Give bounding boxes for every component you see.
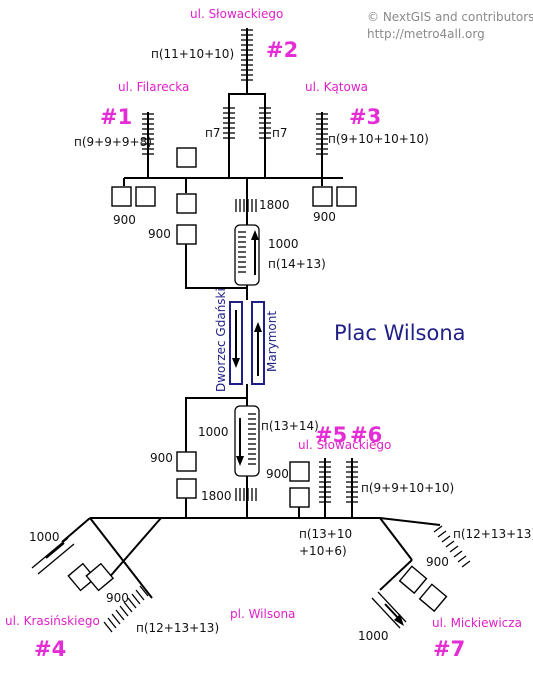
note-900-d: 900 (150, 451, 173, 465)
note-900-c: 900 (313, 210, 336, 224)
note-exit1-steps: п(9+9+9+8) (74, 135, 152, 149)
station-marymont: Marymont (265, 311, 279, 372)
street-pl-wilsona: pl. Wilsona (230, 607, 295, 621)
note-900-b: 900 (148, 227, 171, 241)
platform (229, 301, 265, 406)
note-p12-left: п(12+13+13) (136, 621, 219, 635)
note-p13-10-line1: п(13+10 (299, 527, 352, 541)
note-1800-bottom: 1800 (201, 489, 232, 503)
note-1000-top: 1000 (268, 237, 299, 251)
note-1000-mid: 1000 (198, 425, 229, 439)
top-passages (111, 28, 357, 300)
note-exit2-steps: п(11+10+10) (151, 47, 234, 61)
street-krasinskiego: ul. Krasińskiego (5, 614, 100, 628)
note-p14-13: п(14+13) (268, 257, 326, 271)
note-p12-right: п(12+13+13) (453, 527, 533, 541)
exit-1-label: #1 (100, 105, 132, 129)
note-900-a: 900 (113, 213, 136, 227)
exit-7-label: #7 (433, 637, 465, 661)
exit-6-label: #6 (350, 423, 382, 447)
note-p7-right: п7 (272, 126, 287, 140)
note-900-right: 900 (426, 555, 449, 569)
exit-3-label: #3 (349, 105, 381, 129)
station-dworzec-gdanski: Dworzec Gdański (214, 288, 228, 392)
street-mickiewicza: ul. Mickiewicza (432, 616, 522, 630)
street-slowackiego-top: ul. Słowackiego (190, 7, 283, 21)
note-1000-right: 1000 (358, 629, 389, 643)
note-p9-9-10-10: п(9+9+10+10) (361, 481, 454, 495)
note-p7-left: п7 (205, 126, 220, 140)
bottom-passages (31, 397, 471, 633)
exit-4-label: #4 (34, 637, 66, 661)
site-url[interactable]: http://metro4all.org (367, 27, 485, 41)
street-slowackiego-mid: ul. Słowackiego (298, 438, 391, 452)
exit-5-label: #5 (315, 423, 347, 447)
note-900-left: 900 (106, 591, 129, 605)
note-exit3-steps: п(9+10+10+10) (328, 132, 429, 146)
note-1800-top: 1800 (259, 198, 290, 212)
street-katowa: ul. Kątowa (305, 80, 368, 94)
street-filarecka: ul. Filarecka (118, 80, 189, 94)
exit-2-label: #2 (266, 38, 298, 62)
note-p13-10-line2: +10+6) (299, 544, 347, 558)
note-p13-14: п(13+14) (261, 419, 319, 433)
note-1000-left: 1000 (29, 530, 60, 544)
note-900-e: 900 (266, 467, 289, 481)
copyright-credit: © NextGIS and contributors (367, 10, 533, 24)
station-title: Plac Wilsona (334, 321, 466, 345)
